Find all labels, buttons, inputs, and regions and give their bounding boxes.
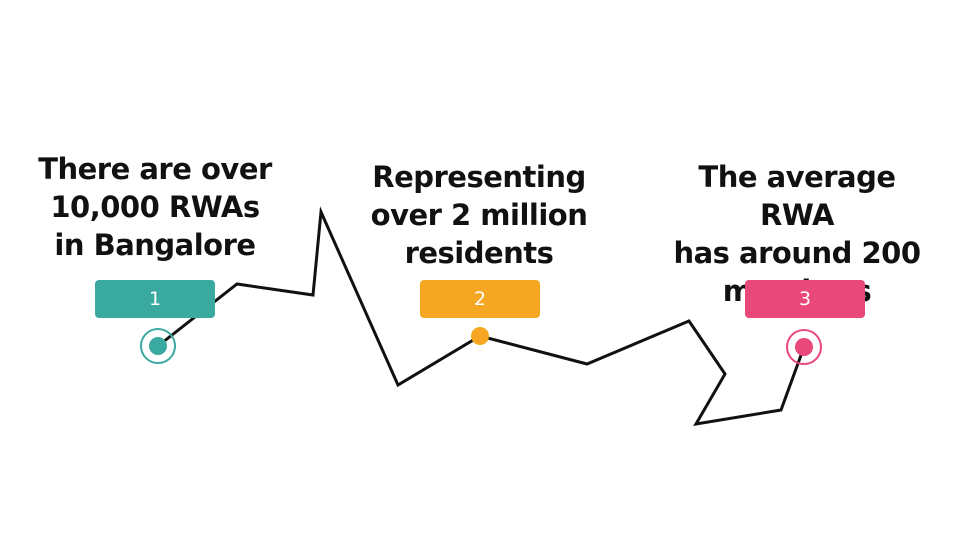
step-2-marker-icon bbox=[471, 327, 489, 345]
step-3-badge: 3 bbox=[745, 280, 865, 318]
step-2-number: 2 bbox=[473, 288, 487, 310]
step-2-line-2: over 2 million bbox=[370, 198, 588, 232]
step-1-badge: 1 bbox=[95, 280, 215, 318]
step-3-line-2: has around 200 bbox=[673, 236, 921, 270]
step-1-marker-icon bbox=[140, 328, 176, 364]
step-2-badge: 2 bbox=[420, 280, 540, 318]
step-1-line-2: 10,000 RWAs bbox=[50, 190, 260, 224]
step-3-line-1: The average RWA bbox=[698, 160, 896, 232]
step-2-line-3: residents bbox=[404, 236, 554, 270]
step-2-text: Representing over 2 million residents bbox=[344, 158, 614, 272]
step-3-marker-icon bbox=[786, 329, 822, 365]
step-3-number: 3 bbox=[798, 288, 812, 310]
step-1-number: 1 bbox=[148, 288, 162, 310]
step-1-text: There are over 10,000 RWAs in Bangalore bbox=[20, 150, 290, 264]
journey-path-line bbox=[157, 206, 806, 426]
step-2-line-1: Representing bbox=[372, 160, 586, 194]
step-1-line-3: in Bangalore bbox=[54, 228, 256, 262]
step-1-line-1: There are over bbox=[38, 152, 272, 186]
